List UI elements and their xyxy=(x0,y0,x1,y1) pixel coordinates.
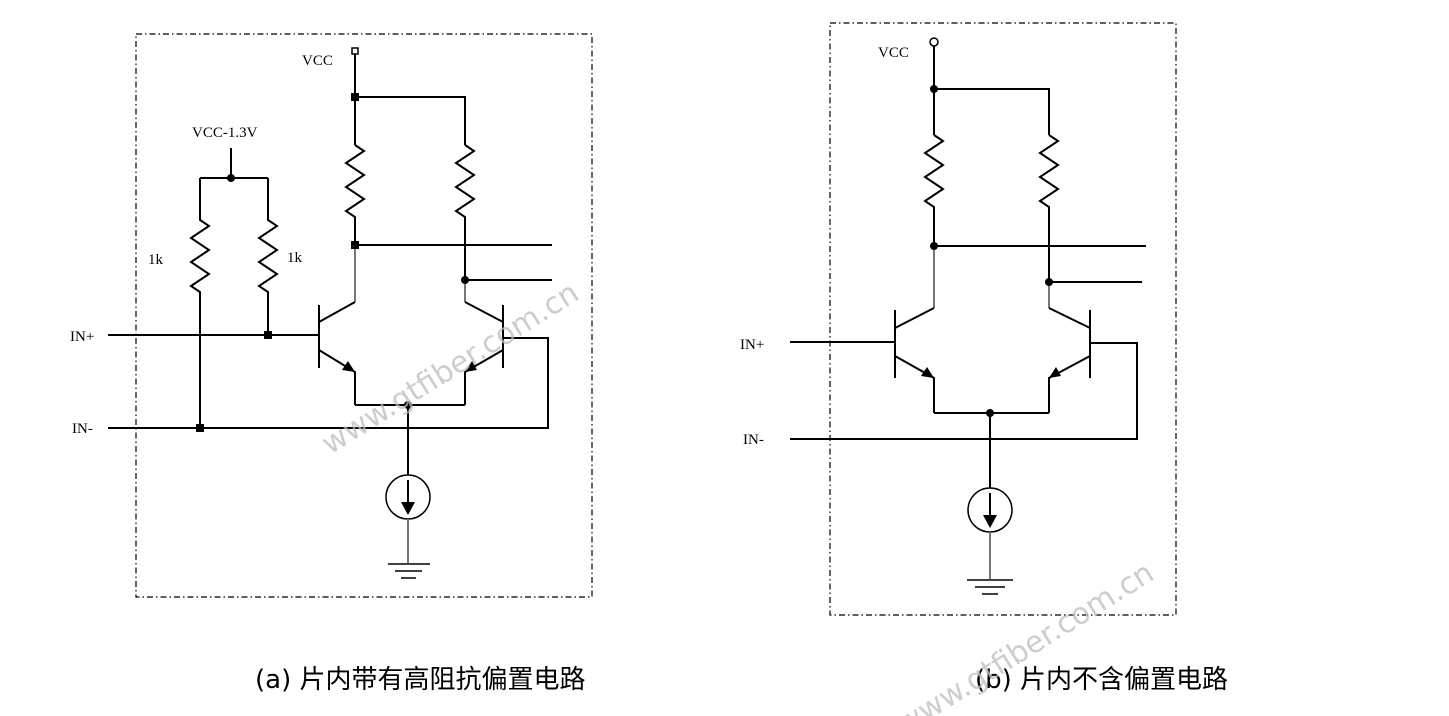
resistor-left-a xyxy=(344,144,366,245)
in-plus-label-a: IN+ xyxy=(70,329,94,345)
emitter-arrow-right-a xyxy=(465,361,477,372)
in-minus-label-b: IN- xyxy=(743,432,764,448)
vcc-terminal-a xyxy=(351,47,359,55)
resistor-right-b xyxy=(1038,134,1060,282)
resistor-left-b xyxy=(923,134,945,246)
circuit-a-boundary xyxy=(135,33,593,598)
ground-b xyxy=(967,579,1013,595)
emitter-arrow-left-b xyxy=(921,367,934,378)
caption-b: (b) 片内不含偏置电路 xyxy=(975,665,1228,695)
transistor-right-a xyxy=(464,301,504,405)
caption-a: (a) 片内带有高阻抗偏置电路 xyxy=(255,665,586,695)
vcc-rail-b xyxy=(933,46,1050,135)
circuit-b-boundary xyxy=(829,22,1177,616)
watermark-1: www.gtfiber.com.cn xyxy=(316,275,585,461)
vcc-rail-a xyxy=(354,54,466,145)
emitter-arrow-left-a xyxy=(342,361,355,372)
vcc-label-a: VCC xyxy=(302,53,333,69)
circuit-a: VCC xyxy=(70,33,593,598)
transistor-left-a xyxy=(318,301,356,405)
res-label-left-a: 1k xyxy=(148,252,164,268)
current-source-b xyxy=(967,487,1013,533)
transistor-right-b xyxy=(1048,307,1091,413)
ground-a xyxy=(388,563,430,579)
in-minus-line-a xyxy=(108,337,549,429)
in-plus-label-b: IN+ xyxy=(740,337,764,353)
junction-a xyxy=(351,93,359,101)
res-label-right-a: 1k xyxy=(287,250,303,266)
resistor-right-a xyxy=(454,144,476,280)
bias-resistor-right-a xyxy=(257,178,279,335)
circuit-b: VCC xyxy=(740,22,1177,616)
vcc-label-b: VCC xyxy=(878,45,909,61)
emitter-arrow-right-b xyxy=(1049,367,1061,378)
bias-resistor-left-a xyxy=(189,178,211,428)
transistor-left-b xyxy=(894,307,935,413)
in-minus-line-b xyxy=(790,342,1138,440)
vcc-terminal-b xyxy=(929,37,939,47)
bias-vcc-label-a: VCC-1.3V xyxy=(192,125,258,141)
current-source-a xyxy=(385,474,431,520)
in-minus-label-a: IN- xyxy=(72,421,93,437)
